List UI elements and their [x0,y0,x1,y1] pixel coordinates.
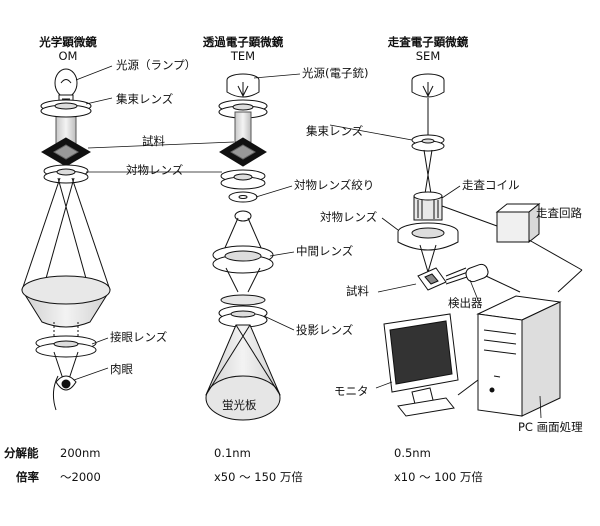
label-tem-objective-aperture: 対物レンズ絞り [294,178,375,192]
label-om-condenser: 集束レンズ [116,92,174,106]
sem-scan-circuit-box [495,202,541,244]
om-image-cone [21,275,111,328]
label-sem-detector: 検出器 [448,296,483,310]
tem-abbr: TEM [230,49,256,63]
label-om-light-source: 光源（ランプ） [116,58,197,72]
tem-specimen [219,137,267,167]
sem-monitor [383,313,459,417]
om-resolution: 200nm [60,446,101,460]
sem-detector [445,263,489,285]
sem-objective-lens [397,222,459,251]
sem-pc-tower [476,295,562,417]
om-magnification: ～2000 [60,470,101,484]
om-specimen [41,137,91,167]
label-sem-monitor: モニタ [334,384,369,398]
tem-intermediate-lens [212,245,274,274]
label-om-eyepiece: 接眼レンズ [110,330,168,344]
label-sem-scan-coil: 走査コイル [462,178,520,192]
label-specimen: 試料 [142,134,165,148]
row-label-magnification: 倍率 [16,470,39,484]
tem-magnification: x50 ～ 150 万倍 [214,470,303,484]
om-eye [52,375,77,411]
label-objective: 対物レンズ [126,163,184,177]
tem-projector-lens [218,305,268,328]
sem-title: 走査電子顕微鏡 [387,35,469,49]
label-sem-objective: 対物レンズ [320,210,378,224]
om-title: 光学顕微鏡 [39,35,97,49]
sem-resolution: 0.5nm [394,446,431,460]
om-abbr: OM [58,49,78,63]
label-sem-condenser: 集束レンズ [306,124,364,138]
label-sem-scan-circuit: 走査回路 [536,206,582,220]
tem-resolution: 0.1nm [214,446,251,460]
tem-objective-aperture [228,191,258,203]
row-label-resolution: 分解能 [4,446,39,460]
label-tem-screen: 蛍光板 [222,398,257,412]
sem-electron-gun [411,73,445,98]
sem-scan-coil [413,191,443,221]
sem-condenser-lens [411,134,445,152]
label-sem-pc: PC 画面処理 [518,420,583,434]
sem-magnification: x10 ～ 100 万倍 [394,470,483,484]
sem-column [383,73,583,417]
label-om-eye: 肉眼 [110,362,133,376]
label-tem-electron-gun: 光源(電子銃) [302,66,369,80]
label-sem-specimen: 試料 [346,284,369,298]
om-column [21,68,111,411]
om-condenser-lens [40,99,92,118]
tem-screen [205,324,281,421]
leader-lines [73,65,542,419]
om-eyepiece-lens [35,335,97,358]
sem-specimen [417,267,447,291]
tem-title: 透過電子顕微鏡 [202,35,284,49]
label-tem-intermediate: 中間レンズ [296,244,354,258]
tem-objective-lens [220,169,266,190]
label-tem-projector: 投影レンズ [296,323,354,337]
tem-column [205,73,281,421]
sem-abbr: SEM [415,49,441,63]
tem-electron-gun [226,73,260,98]
om-objective-lens [43,164,89,184]
